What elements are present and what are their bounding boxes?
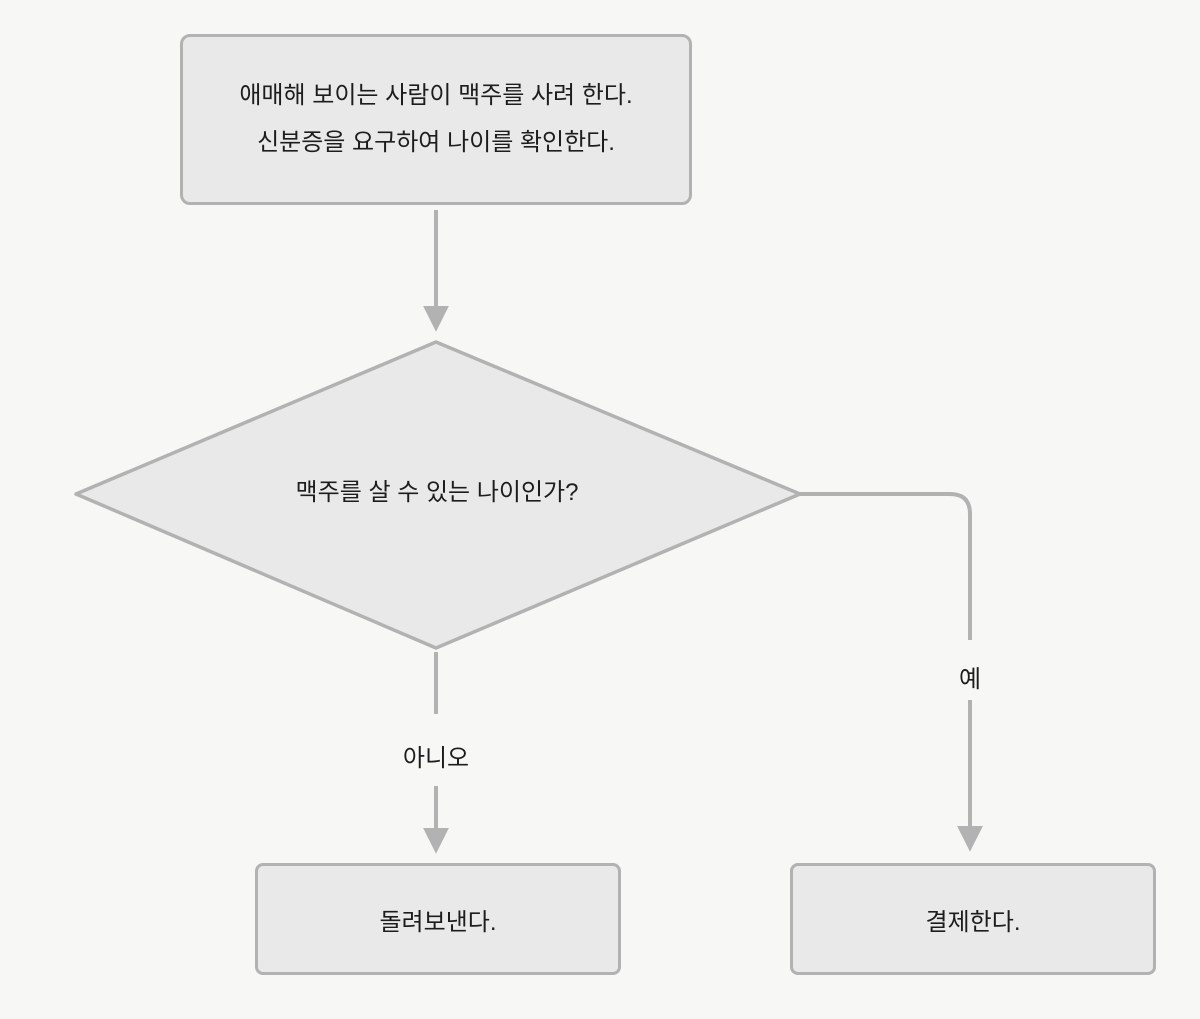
edge-label-no: 아니오 (402, 745, 470, 772)
reject-node-label: 돌려보낸다. (379, 908, 497, 936)
pay-node-label: 결제한다. (925, 908, 1021, 936)
pay-node: 결제한다. (790, 863, 1156, 975)
decision-node-label: 맥주를 살 수 있는 나이인가? (295, 479, 579, 506)
reject-node: 돌려보낸다. (255, 863, 621, 975)
decision-diamond-shape (74, 340, 802, 650)
start-node: 애매해 보이는 사람이 맥주를 사려 한다. 신분증을 요구하여 나이를 확인한… (180, 34, 692, 205)
edge-decision-to-yes-label (800, 492, 972, 640)
edge-label-yes: 예 (958, 666, 982, 693)
start-node-label-line2: 신분증을 요구하여 나이를 확인한다. (257, 128, 615, 156)
start-node-label-line1: 애매해 보이는 사람이 맥주를 사려 한다. (239, 81, 633, 109)
